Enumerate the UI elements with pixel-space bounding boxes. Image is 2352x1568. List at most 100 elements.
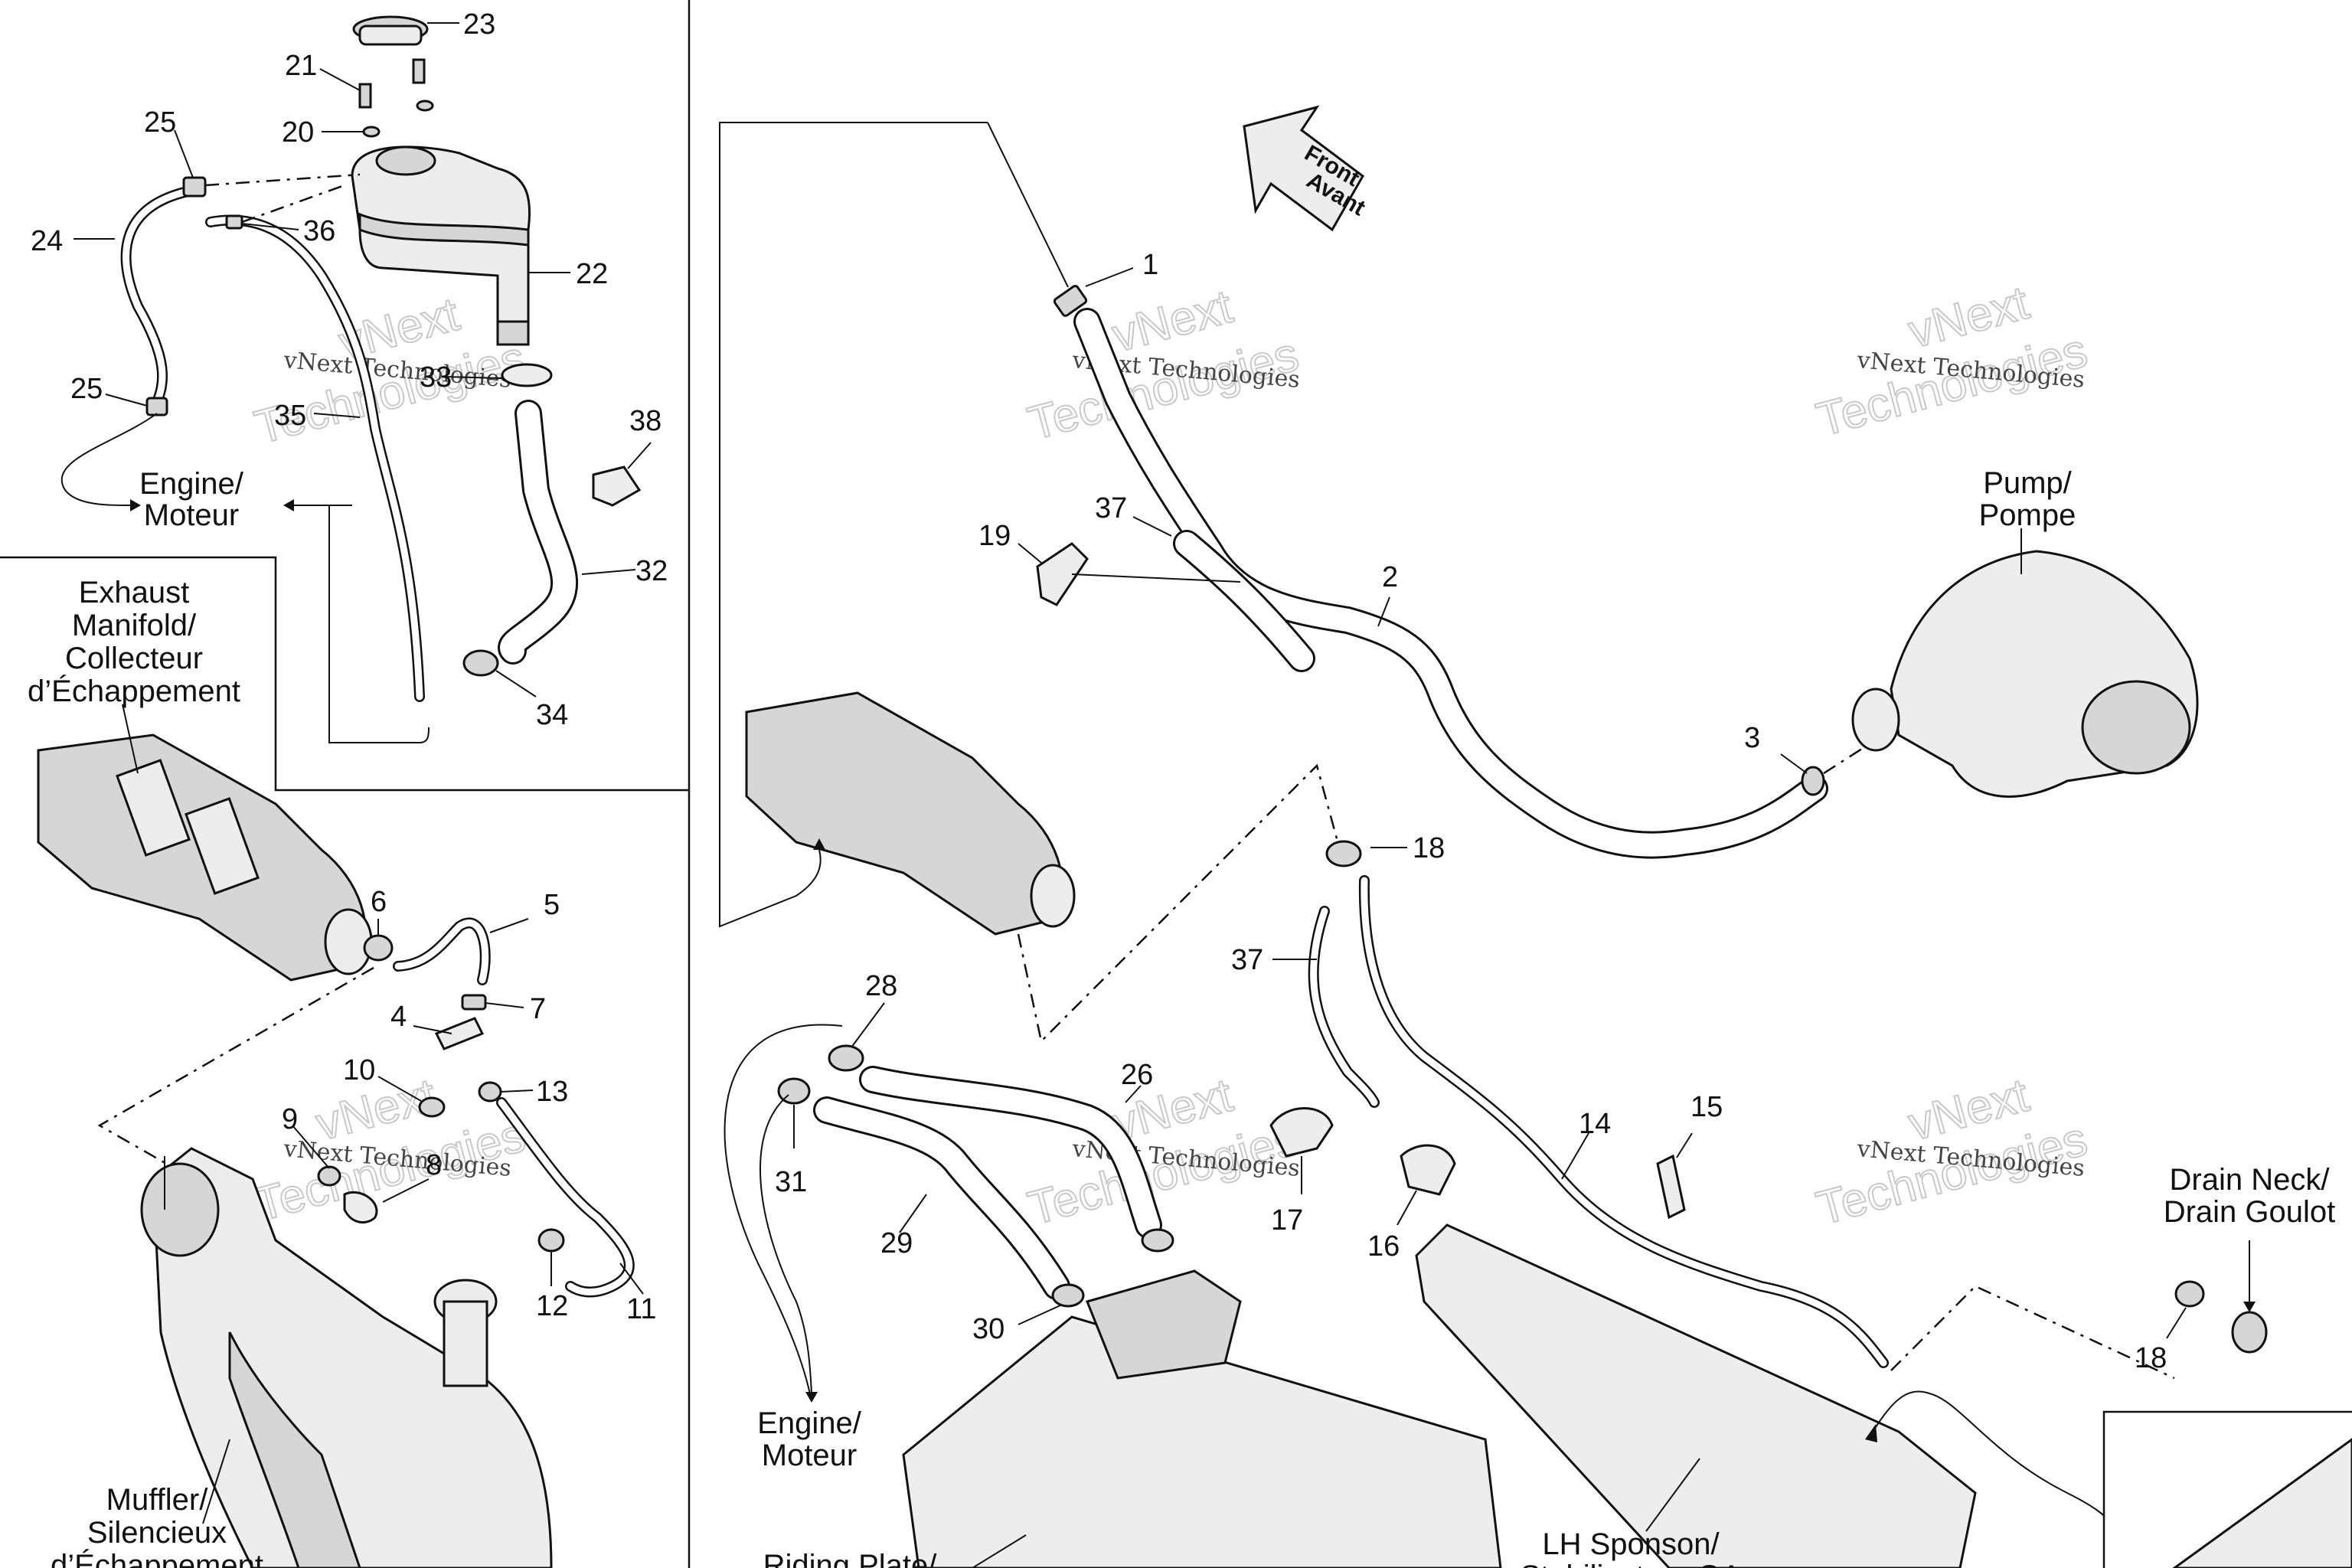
callout-22: 22 xyxy=(576,258,608,290)
hose-37-top xyxy=(1132,516,1315,672)
callout-29: 29 xyxy=(880,1227,913,1259)
svg-text:Moteur: Moteur xyxy=(762,1439,858,1472)
clamp-18-right xyxy=(2166,1280,2205,1339)
callout-16: 16 xyxy=(1367,1230,1400,1263)
svg-text:Silencieux: Silencieux xyxy=(87,1516,227,1550)
engine-arrow-top xyxy=(60,413,430,743)
callout-26: 26 xyxy=(1121,1059,1153,1091)
guide-line-manifold xyxy=(1017,763,1341,1044)
exhaust-manifold-caption: Exhaust xyxy=(79,576,190,609)
callout-36: 36 xyxy=(303,215,335,247)
callout-20: 20 xyxy=(282,116,314,149)
callout-8: 8 xyxy=(426,1149,442,1181)
callout-37-lower: 37 xyxy=(1231,944,1263,976)
clamp-18-mid xyxy=(1325,840,1407,867)
hose-32 xyxy=(498,400,636,665)
hose-37-mid xyxy=(1272,906,1380,1108)
callout-17: 17 xyxy=(1271,1204,1303,1236)
clamps-28-31-30 xyxy=(777,1002,1174,1325)
muffler xyxy=(140,1147,553,1568)
bracket-38 xyxy=(592,442,652,507)
vent-tube-35 xyxy=(205,214,425,702)
engine-arrow-bottom xyxy=(724,1024,843,1403)
callout-30: 30 xyxy=(972,1313,1004,1345)
clamp-10 xyxy=(377,1076,446,1118)
fitting-8-9 xyxy=(292,1125,430,1224)
svg-text:Stabilisateur GA: Stabilisateur GA xyxy=(1520,1560,1741,1568)
callout-25-lower: 25 xyxy=(70,373,103,405)
callout-28: 28 xyxy=(865,970,897,1002)
coolant-reservoir-22 xyxy=(351,145,570,346)
svg-text:Drain Goulot: Drain Goulot xyxy=(2164,1195,2336,1229)
fittings-4-7-13 xyxy=(413,994,534,1102)
clamp-34 xyxy=(462,649,537,697)
callout-31: 31 xyxy=(775,1166,807,1198)
callout-4: 4 xyxy=(390,1001,407,1033)
jet-pump xyxy=(1851,528,2199,798)
callout-3: 3 xyxy=(1744,722,1760,754)
rh-sponson xyxy=(2172,1438,2352,1568)
hose-5 xyxy=(393,917,529,985)
bracket-16 xyxy=(1396,1144,1456,1226)
svg-text:Pompe: Pompe xyxy=(1979,498,2076,532)
clamp-33 xyxy=(443,363,553,387)
svg-text:d’Échappement: d’Échappement xyxy=(51,1548,263,1568)
drain-neck-caption: Drain Neck/ xyxy=(2170,1163,2331,1197)
riding-plate-caption: Riding Plate/ xyxy=(763,1549,938,1568)
clamp-3 xyxy=(1780,733,1884,796)
callout-25: 25 xyxy=(144,106,176,139)
cap-23 xyxy=(352,15,459,46)
exhaust-manifold-right xyxy=(745,691,1076,936)
callout-38: 38 xyxy=(629,405,662,437)
callout-32: 32 xyxy=(635,555,668,587)
callout-2: 2 xyxy=(1382,561,1398,593)
callout-35: 35 xyxy=(274,400,306,432)
callout-6: 6 xyxy=(371,886,387,918)
exhaust-manifold-left xyxy=(37,704,373,982)
callout-5: 5 xyxy=(544,889,560,921)
callout-18-right: 18 xyxy=(2135,1342,2167,1374)
hose-24 xyxy=(74,186,193,407)
callout-33: 33 xyxy=(420,361,452,394)
captions: Engine/ Moteur Exhaust Manifold/ Collect… xyxy=(28,466,2335,1568)
clamp-6 xyxy=(363,919,394,962)
callout-labels: 23 21 20 25 24 36 22 33 25 35 38 32 34 6… xyxy=(31,8,2167,1374)
clamp-12 xyxy=(537,1228,565,1286)
svg-text:Manifold/: Manifold/ xyxy=(72,609,197,642)
engine-caption-top: Engine/ xyxy=(139,467,244,501)
riding-plate xyxy=(902,1269,1502,1568)
manifold-hose2-line xyxy=(987,122,1069,288)
callout-23: 23 xyxy=(463,8,495,41)
callout-34: 34 xyxy=(536,699,568,731)
callout-12: 12 xyxy=(536,1290,568,1322)
front-arrow[interactable]: Front Avant xyxy=(1243,105,1370,232)
drain-neck xyxy=(2231,1240,2268,1354)
clip-25 xyxy=(105,129,207,416)
manifold-arrow xyxy=(813,838,825,850)
hose-11 xyxy=(496,1097,644,1298)
svg-text:Collecteur: Collecteur xyxy=(65,642,203,675)
callout-21: 21 xyxy=(285,50,317,82)
callout-13: 13 xyxy=(536,1076,568,1108)
muffler-caption: Muffler/ xyxy=(106,1483,209,1517)
callout-7: 7 xyxy=(530,993,546,1025)
hose-14 xyxy=(1358,875,1889,1368)
callout-24: 24 xyxy=(31,225,63,257)
bracket-19 xyxy=(1018,542,1241,606)
screw-21 xyxy=(319,58,434,138)
pump-caption: Pump/ xyxy=(1983,466,2072,500)
callout-19: 19 xyxy=(978,520,1011,552)
callout-9: 9 xyxy=(282,1103,298,1135)
hose-26 xyxy=(859,1066,1162,1239)
connector-1 xyxy=(1053,267,1134,317)
guide-line-24-22 xyxy=(204,173,361,187)
callout-15: 15 xyxy=(1690,1091,1723,1123)
guide-line-14-drain xyxy=(1890,1285,2175,1380)
lh-sponson xyxy=(1415,1223,2105,1568)
callout-1: 1 xyxy=(1142,249,1158,281)
callout-11: 11 xyxy=(626,1293,656,1325)
callout-37: 37 xyxy=(1095,492,1127,524)
sponson-caption: LH Sponson/ xyxy=(1542,1527,1720,1561)
callout-10: 10 xyxy=(343,1054,375,1086)
